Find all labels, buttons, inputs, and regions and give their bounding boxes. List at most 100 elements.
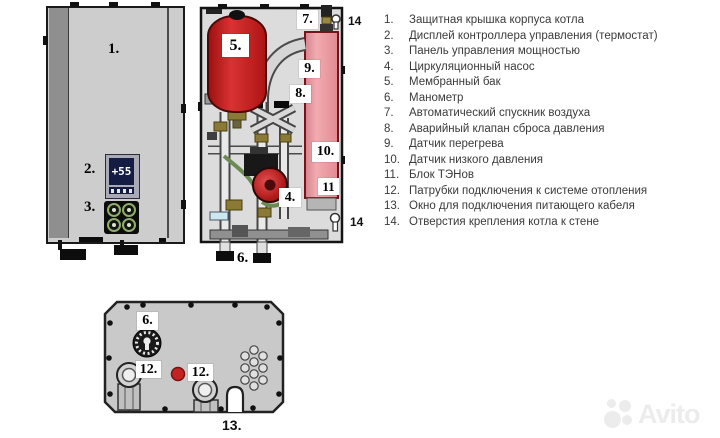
reset-button <box>170 366 186 382</box>
side-nub <box>43 36 48 45</box>
brass-fittings <box>213 109 292 218</box>
thermostat-display: +55 <box>105 154 140 199</box>
callout-13-cable-window: 13. <box>222 417 242 433</box>
legend-item: 10. Датчик низкого давления <box>384 153 718 169</box>
callout-4-pump: 4. <box>279 188 301 207</box>
callout-1-cover: 1. <box>108 41 120 57</box>
legend-number: 2. <box>384 29 394 42</box>
legend-item: 7. Автоматический спускник воздуха <box>384 106 718 122</box>
power-control-panel <box>104 201 139 234</box>
temperature-readout: +55 <box>109 158 134 185</box>
callout-7-air-vent: 7. <box>297 10 318 29</box>
power-button <box>106 203 121 218</box>
callout-10-low-pressure-sensor: 10. <box>312 142 339 162</box>
parts-legend: 1. Защитная крышка корпуса котла 2. Дисп… <box>384 13 718 230</box>
legend-item: 6. Манометр <box>384 91 718 107</box>
mount-tab <box>151 2 160 7</box>
pipe-stub <box>58 240 62 250</box>
legend-item: 8. Аварийный клапан сброса давления <box>384 122 718 138</box>
bottom-view-figure: 6. 12. 12. 13. <box>103 296 295 438</box>
legend-label: Панель управления мощностью <box>409 45 580 57</box>
legend-label: Аварийный клапан сброса давления <box>409 122 605 135</box>
display-button <box>116 188 120 193</box>
legend-item: 12. Патрубки подключения к системе отопл… <box>384 184 718 200</box>
legend-label: Датчик низкого давления <box>409 153 544 166</box>
legend-number: 7. <box>384 107 394 119</box>
mounting-hole-top <box>331 14 341 30</box>
legend-number: 9. <box>384 138 394 150</box>
legend-label: Защитная крышка корпуса котла <box>409 14 585 26</box>
legend-number: 4. <box>384 60 394 73</box>
callout-12-pipe-right: 12. <box>188 364 213 381</box>
legend-number: 1. <box>384 14 394 26</box>
pipe-cap <box>60 249 86 260</box>
legend-item: 2. Дисплей контроллера управления (термо… <box>384 29 718 45</box>
pipe-connection-right <box>192 377 219 413</box>
legend-label: Мембранный бак <box>409 76 501 88</box>
legend-label: Отверстия крепления котла к стене <box>409 215 600 228</box>
expansion-tank <box>207 10 267 113</box>
legend-label: Патрубки подключения к системе отопления <box>409 184 648 197</box>
mount-tab <box>70 2 79 7</box>
callout-9-overheat-sensor: 9. <box>299 60 320 78</box>
avito-watermark: Avito <box>604 393 720 435</box>
callout-6-manometer-bottom: 6. <box>137 312 158 330</box>
legend-label: Автоматический спускник воздуха <box>409 107 591 119</box>
manometer-dial <box>132 328 162 358</box>
legend-number: 13. <box>384 200 400 212</box>
legend-label: Манометр <box>409 91 464 104</box>
callout-8-relief-valve: 8. <box>290 85 311 103</box>
watermark-brand-text: Avito <box>638 398 700 429</box>
legend-item: 3. Панель управления мощностью <box>384 44 718 60</box>
legend-item: 13. Окно для подключения питающего кабел… <box>384 199 718 215</box>
legend-label: Циркуляционный насос <box>409 60 535 73</box>
air-vent-valve <box>320 5 333 31</box>
pipe-stub <box>120 240 124 247</box>
pipe-cap <box>114 245 138 255</box>
vent-holes <box>240 345 268 391</box>
display-buttons-row <box>109 187 134 194</box>
display-button <box>129 188 133 193</box>
legend-item: 1. Защитная крышка корпуса котла <box>384 13 718 29</box>
bottom-fitting <box>79 237 103 242</box>
cable-window <box>225 385 245 412</box>
callout-14-side: 14 <box>350 215 364 229</box>
power-button <box>122 203 137 218</box>
power-button <box>106 217 121 232</box>
side-nub <box>181 200 186 209</box>
boiler-side-strip <box>49 8 69 238</box>
legend-number: 3. <box>384 45 394 57</box>
mounting-hole-side <box>329 212 341 232</box>
callout-2-display: 2. <box>84 161 96 177</box>
legend-number: 11. <box>384 169 400 181</box>
legend-number: 8. <box>384 122 394 135</box>
legend-item: 14. Отверстия крепления котла к стене <box>384 215 718 231</box>
circulation-pump <box>244 147 288 203</box>
pipe-connection-left <box>116 362 142 411</box>
callout-6-manometer-mid: 6. <box>237 250 249 266</box>
display-button <box>110 188 114 193</box>
legend-label: Дисплей контроллера управления (термоста… <box>409 29 658 42</box>
mount-tab <box>109 2 118 7</box>
heater-block <box>304 31 339 211</box>
legend-item: 11. Блок ТЭНов <box>384 168 718 184</box>
callout-5-tank: 5. <box>222 34 249 57</box>
power-button <box>122 217 137 232</box>
callout-14-top: 14 <box>348 14 362 28</box>
boiler-cover-seam <box>167 8 169 238</box>
bottom-fitting <box>159 238 166 242</box>
callout-12-pipe-left: 12. <box>136 361 161 378</box>
legend-item: 5. Мембранный бак <box>384 75 718 91</box>
avito-logo-icon <box>604 398 634 430</box>
legend-label: Блок ТЭНов <box>409 169 474 181</box>
bottom-pipes <box>216 241 271 263</box>
front-view-figure: 1. +55 2. 3. <box>43 2 188 262</box>
legend-item: 9. Датчик перегрева <box>384 137 718 153</box>
legend-number: 6. <box>384 91 394 104</box>
legend-number: 10. <box>384 153 400 166</box>
legend-item: 4. Циркуляционный насос <box>384 60 718 76</box>
legend-number: 12. <box>384 184 400 197</box>
callout-3-panel: 3. <box>84 199 96 215</box>
legend-number: 5. <box>384 76 394 88</box>
